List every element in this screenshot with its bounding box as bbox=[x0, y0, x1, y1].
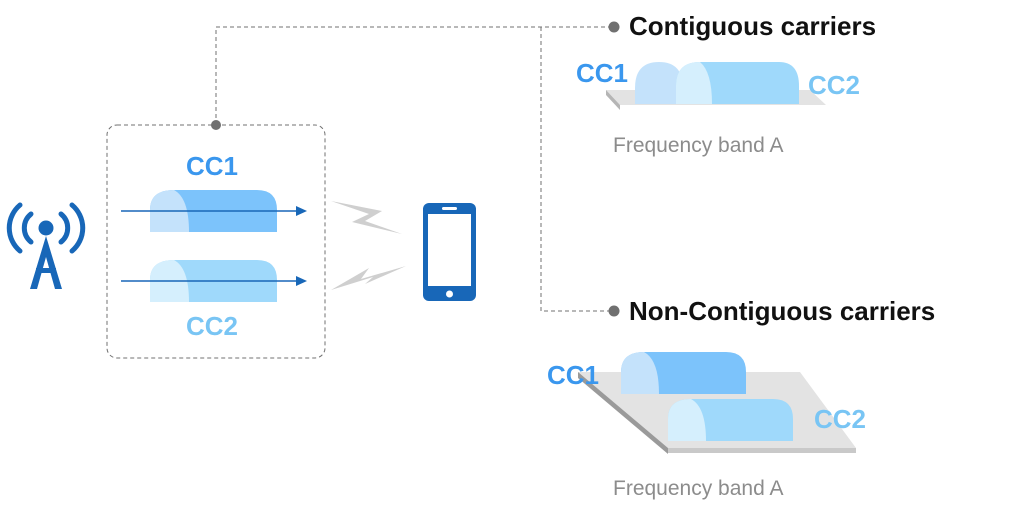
smartphone-icon bbox=[423, 203, 476, 301]
contiguous-platform-edge bbox=[606, 90, 620, 110]
contiguous-cc1-label: CC1 bbox=[576, 58, 629, 88]
arrow-cc2-head bbox=[296, 276, 307, 286]
non-contiguous-illustration bbox=[578, 352, 856, 454]
lightning-bolt-upper bbox=[331, 201, 402, 234]
lightning-bolt-lower bbox=[331, 266, 406, 290]
non-contiguous-cc1-shape bbox=[621, 352, 746, 394]
connector-to-contiguous bbox=[215, 26, 612, 125]
connector-node-non-contiguous bbox=[608, 305, 620, 317]
non-contiguous-platform-edge bbox=[578, 372, 668, 454]
box-cc2-label: CC2 bbox=[186, 311, 239, 341]
non-contiguous-cc2-label: CC2 bbox=[814, 404, 867, 434]
non-contiguous-cc2-shape bbox=[668, 399, 793, 441]
contiguous-cc2-label: CC2 bbox=[808, 70, 861, 100]
non-contiguous-heading: Non-Contiguous carriers bbox=[629, 296, 936, 326]
carrier-group-box bbox=[106, 124, 326, 359]
connector-lines bbox=[215, 26, 612, 312]
contiguous-illustration bbox=[606, 62, 826, 110]
transmission-arrows bbox=[121, 206, 307, 286]
contiguous-cc1-shape bbox=[635, 62, 683, 104]
arrow-cc1-head bbox=[296, 206, 307, 216]
non-contiguous-band-label: Frequency band A bbox=[613, 477, 784, 500]
non-contiguous-cc1-label: CC1 bbox=[547, 360, 600, 390]
box-cc1-label: CC1 bbox=[186, 151, 239, 181]
lightning-bolt-icon bbox=[331, 201, 406, 290]
contiguous-band-label: Frequency band A bbox=[613, 134, 784, 157]
cell-tower-icon bbox=[6, 202, 86, 289]
connector-node-contiguous bbox=[608, 21, 620, 33]
connector-to-non-contiguous bbox=[540, 27, 612, 312]
contiguous-heading: Contiguous carriers bbox=[629, 11, 877, 41]
